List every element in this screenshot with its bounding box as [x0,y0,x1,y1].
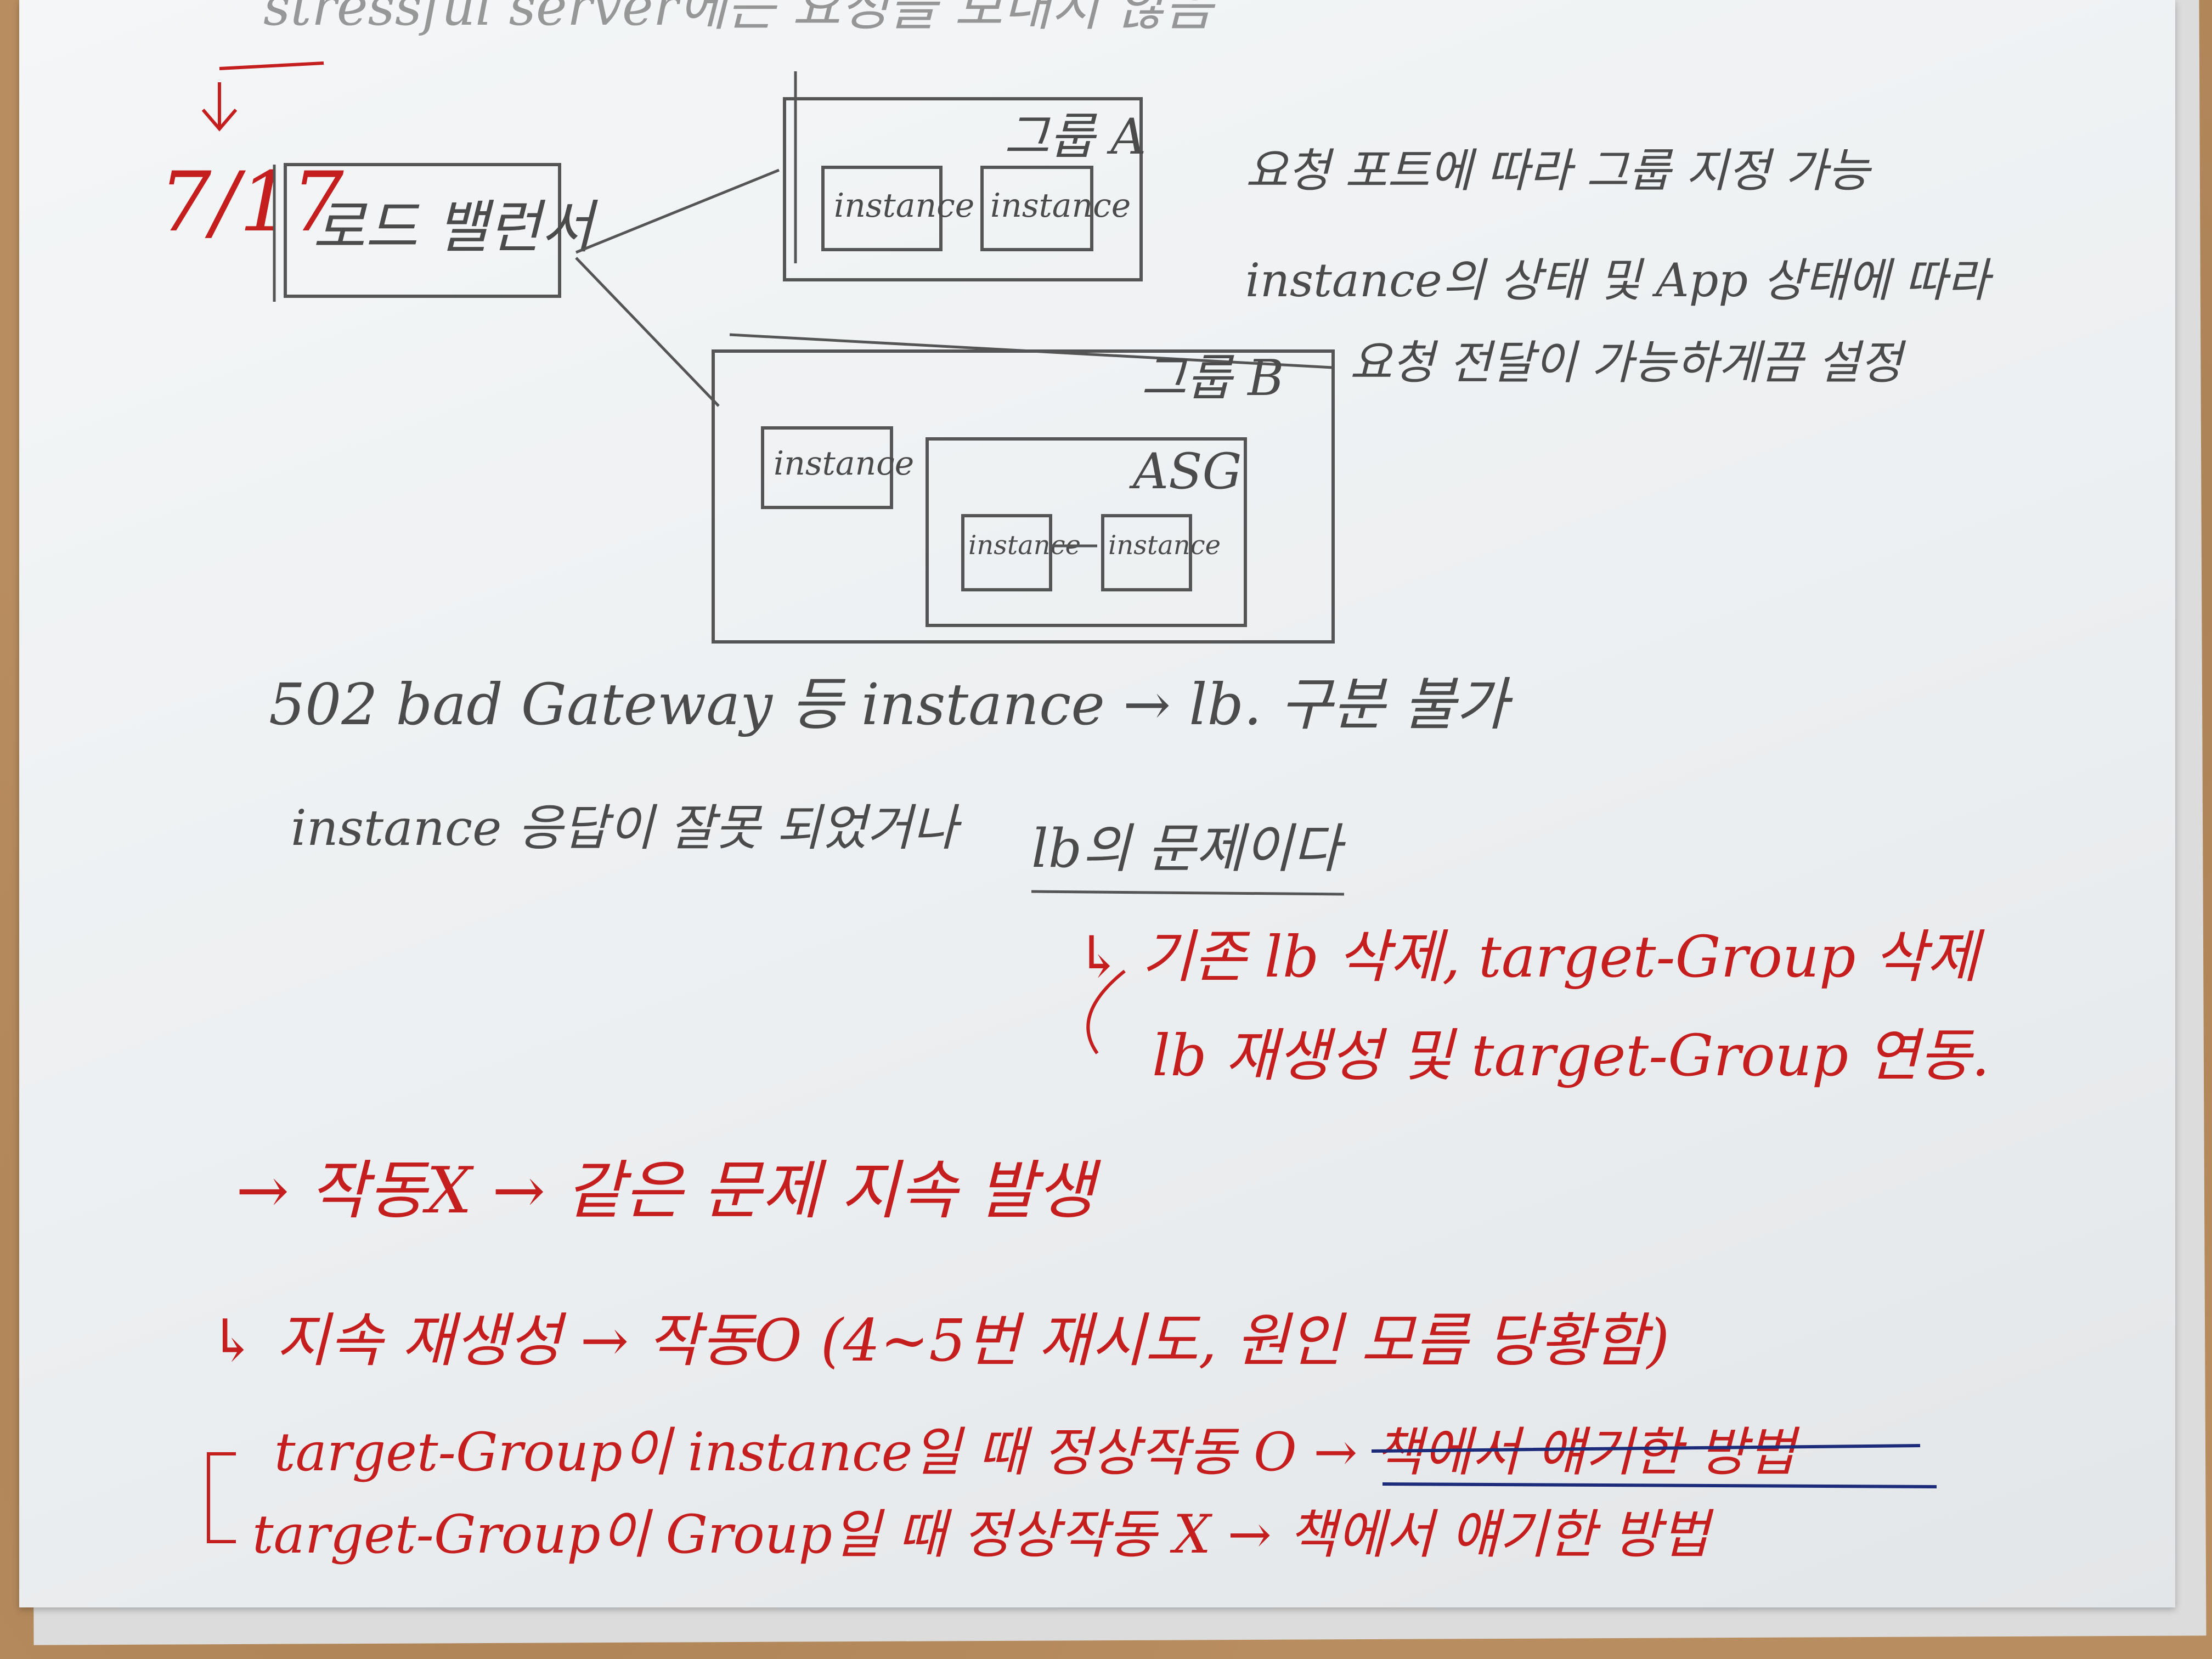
group-a-instance-box-1 [821,166,943,251]
header-partial-text: stressful server에는 요청을 보내지 않음 [263,0,1216,37]
body-line-2b: lb의 문제이다 [1031,818,1346,879]
group-b-instance-box [761,426,893,509]
side-note-line-2: instance의 상태 및 App 상태에 따라 [1245,253,1994,307]
red-note-arrow-line: → 작동X → 같은 문제 지속 발생 [236,1154,1102,1228]
connector-line-to-group-b [575,257,720,407]
red-note-retry-line: ↳ 지속 재생성 → 작동O (4~5번 재시도, 원인 모름 당황함) [208,1307,1669,1374]
red-note-step-2: lb 재생성 및 target-Group 연동. [1152,1022,1990,1089]
group-a-label: 그룹 A [1004,108,1146,166]
body-line-2a: instance 응답이 잘못 되었거나 [291,799,962,857]
group-a-instance-box-2 [980,166,1093,251]
date-arrow-mark [201,61,324,132]
red-left-bracket [207,1452,236,1543]
side-note-line-3: 요청 전달이 가능하게끔 설정 [1350,336,1906,390]
body-underline [1031,890,1345,896]
group-a-instance-label-1: instance [834,187,974,225]
group-b-instance-label: instance [774,444,914,483]
side-note-line-1: 요청 포트에 따라 그룹 지정 가능 [1245,144,1872,198]
asg-instance-box-2 [1101,514,1192,591]
notebook-page [19,0,2175,1607]
asg-label: ASG [1129,443,1242,500]
connector-line-to-group-a [575,168,780,254]
body-line-1: 502 bad Gateway 등 instance → lb. 구분 불가 [269,671,1513,738]
load-balancer-label: 로드 밸런서 [313,194,599,261]
load-balancer-box [284,163,561,298]
asg-box [926,437,1247,627]
red-note-tg-group: target-Group이 Group일 때 정상작동 X → 책에서 얘기한 … [252,1504,1714,1565]
group-a-instance-label-2: instance [990,187,1131,225]
group-b-label: 그룹 B [1141,349,1284,407]
blue-strikethrough [1371,1444,1937,1488]
red-bracket [1086,969,1126,1054]
group-b-box-edge [729,333,1334,369]
red-note-step-1: ↳ 기존 lb 삭제, target-Group 삭제 [1075,923,1985,990]
date-mark: 7/17 [159,155,344,250]
red-note-tg-instance: target-Group이 instance일 때 정상작동 O → 책에서 얘… [274,1421,1800,1483]
asg-instance-box-1 [961,514,1052,591]
asg-instance-label-2: instance [1108,530,1221,561]
group-a-box [783,97,1143,281]
